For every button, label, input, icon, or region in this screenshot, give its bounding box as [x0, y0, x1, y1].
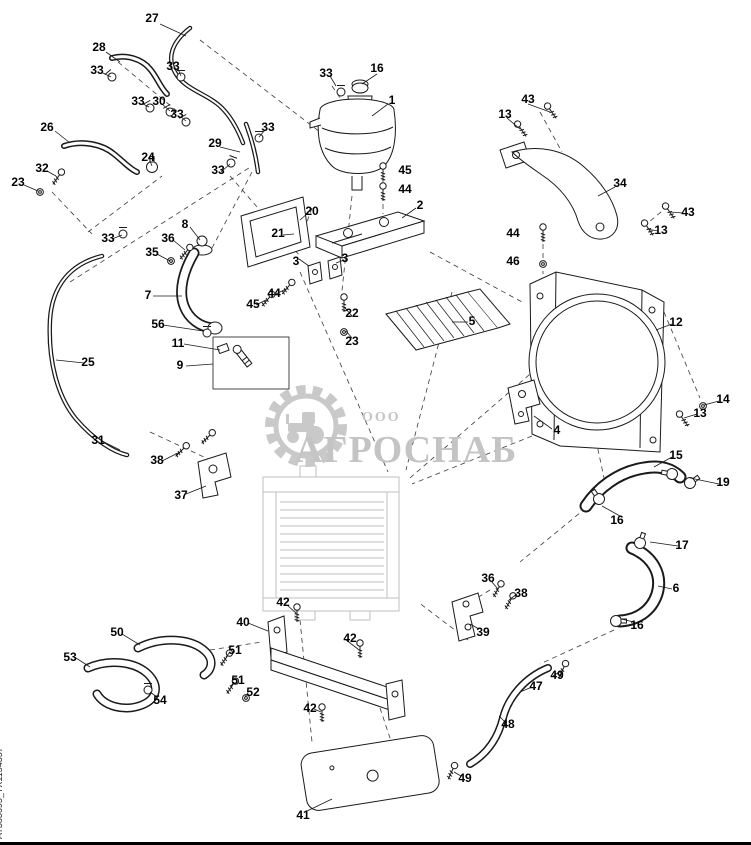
watermark-gear-icon — [265, 385, 347, 467]
ghost-radiator-assembly — [262, 465, 400, 621]
support-channel-drawing — [267, 603, 406, 723]
bypass-hoses-drawing — [83, 635, 216, 713]
overflow-tube-drawing — [47, 253, 130, 458]
upper-hose-drawing — [579, 460, 703, 513]
support-strap-drawing — [499, 141, 619, 240]
detail-box-drawing — [212, 336, 290, 390]
cooler-drawing — [385, 288, 511, 351]
watermark-prefix: ООО — [362, 410, 401, 425]
watermark-tractor-icon — [286, 412, 324, 444]
clip-brackets-drawing — [307, 256, 343, 285]
side-bracket-drawing — [172, 427, 232, 499]
tank-bracket-drawing — [314, 211, 426, 259]
filler-elbow-drawing — [167, 235, 230, 355]
shroud-bracket-drawing — [507, 379, 541, 425]
label-plate-drawing — [240, 196, 311, 268]
drain-hose-drawing — [444, 658, 571, 782]
fan-shroud-drawing — [528, 271, 666, 453]
document-id: AT383695_TX1154357 — [0, 747, 4, 839]
watermark-name: АГРОСНАБ — [295, 429, 518, 471]
lower-bracket-drawing — [451, 578, 518, 642]
lower-hose-drawing — [610, 530, 665, 628]
bottom-border-bar — [0, 842, 751, 845]
leader-lines — [23, 23, 720, 812]
expansion-tank-drawing — [309, 79, 396, 191]
vent-hoses-drawing — [36, 25, 346, 239]
cover-plate-drawing — [300, 735, 440, 811]
